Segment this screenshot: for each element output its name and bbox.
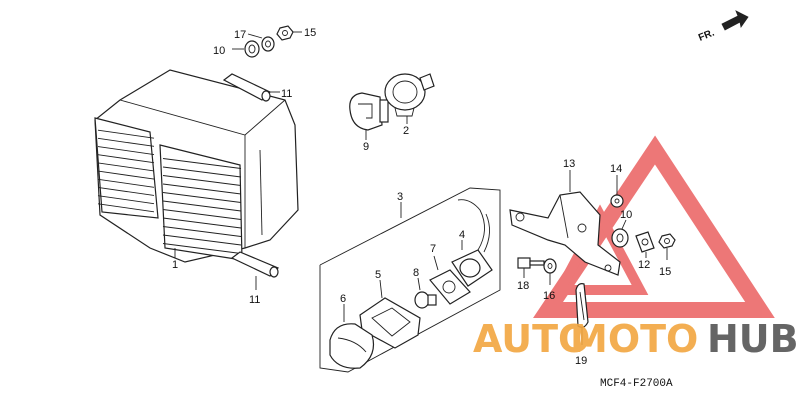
callout-9: 9 xyxy=(363,141,369,153)
callout-2: 2 xyxy=(403,125,409,137)
part-8-wedge-bulb[interactable] xyxy=(414,291,437,309)
callout-10-lower: 10 xyxy=(620,209,632,221)
callout-15-lower: 15 xyxy=(659,266,671,278)
front-arrow-icon xyxy=(721,10,749,31)
part-3-license-light-assembly[interactable] xyxy=(319,187,501,373)
part-13-bracket[interactable] xyxy=(509,191,621,276)
callout-11-upper: 11 xyxy=(281,88,292,100)
part-2-bulb-socket[interactable] xyxy=(384,73,435,117)
callout-1: 1 xyxy=(172,259,178,271)
front-label: FR. xyxy=(697,27,716,43)
part-15-nut-top[interactable] xyxy=(276,25,294,41)
part-9-bulb[interactable] xyxy=(349,92,389,131)
part-14-bolt[interactable] xyxy=(610,194,624,208)
callout-14: 14 xyxy=(610,163,622,175)
callout-13: 13 xyxy=(563,158,575,170)
callout-5: 5 xyxy=(375,269,381,281)
callout-19: 19 xyxy=(575,355,587,367)
callout-3: 3 xyxy=(397,191,403,203)
callout-7: 7 xyxy=(430,243,436,255)
part-11-lower-grommet[interactable] xyxy=(230,251,280,278)
callout-6: 6 xyxy=(340,293,346,305)
diagram-code: MCF4-F2700A xyxy=(600,378,673,390)
callout-15-top: 15 xyxy=(304,27,316,39)
part-12-spacer[interactable] xyxy=(635,231,655,253)
callout-11-lower: 11 xyxy=(249,294,260,306)
callout-16: 16 xyxy=(543,290,555,302)
watermark-text-hub: HUB xyxy=(707,317,799,361)
callout-4: 4 xyxy=(459,229,465,241)
part-16-washer[interactable] xyxy=(543,258,557,274)
part-6-license-lens[interactable] xyxy=(329,323,375,369)
part-18-screw[interactable] xyxy=(517,257,545,269)
callout-10-top: 10 xyxy=(213,45,225,57)
callout-12: 12 xyxy=(638,259,650,271)
part-17-washer[interactable] xyxy=(261,36,275,52)
watermark-text: AUTO MOTO HUB xyxy=(473,317,799,361)
part-4-license-socket[interactable] xyxy=(451,199,493,287)
watermark-text-auto: AUTO xyxy=(473,317,590,361)
part-10-collar-top[interactable] xyxy=(244,40,260,58)
front-direction-indicator: FR. xyxy=(697,10,749,44)
callout-8: 8 xyxy=(413,267,419,279)
part-7-gasket[interactable] xyxy=(429,269,471,305)
part-15-nut-lower[interactable] xyxy=(658,233,676,249)
callout-18: 18 xyxy=(517,280,529,292)
watermark-text-moto: MOTO xyxy=(570,317,698,361)
callout-17: 17 xyxy=(234,29,246,41)
part-10-collar-lower[interactable] xyxy=(611,228,629,248)
part-19-clip[interactable] xyxy=(575,283,589,328)
